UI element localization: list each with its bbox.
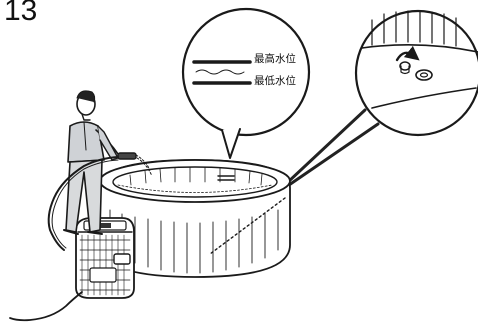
water-level-callout: 最高水位 最低水位 <box>183 9 309 158</box>
pump-unit-icon <box>10 218 134 320</box>
min-level-label: 最低水位 <box>254 74 296 87</box>
hose-nozzle <box>118 153 136 159</box>
power-cord <box>10 292 82 320</box>
max-level-label: 最高水位 <box>254 52 296 65</box>
